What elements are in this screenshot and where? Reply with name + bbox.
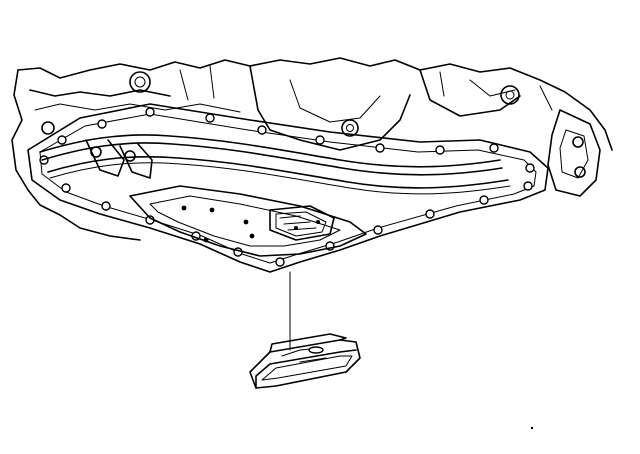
valve-body [39, 134, 511, 257]
speck [530, 426, 534, 430]
flange-bolts [39, 107, 535, 267]
transmission-case [11, 57, 613, 241]
fluid-filter [249, 333, 361, 389]
oil-pan-gasket-flange [27, 103, 549, 273]
